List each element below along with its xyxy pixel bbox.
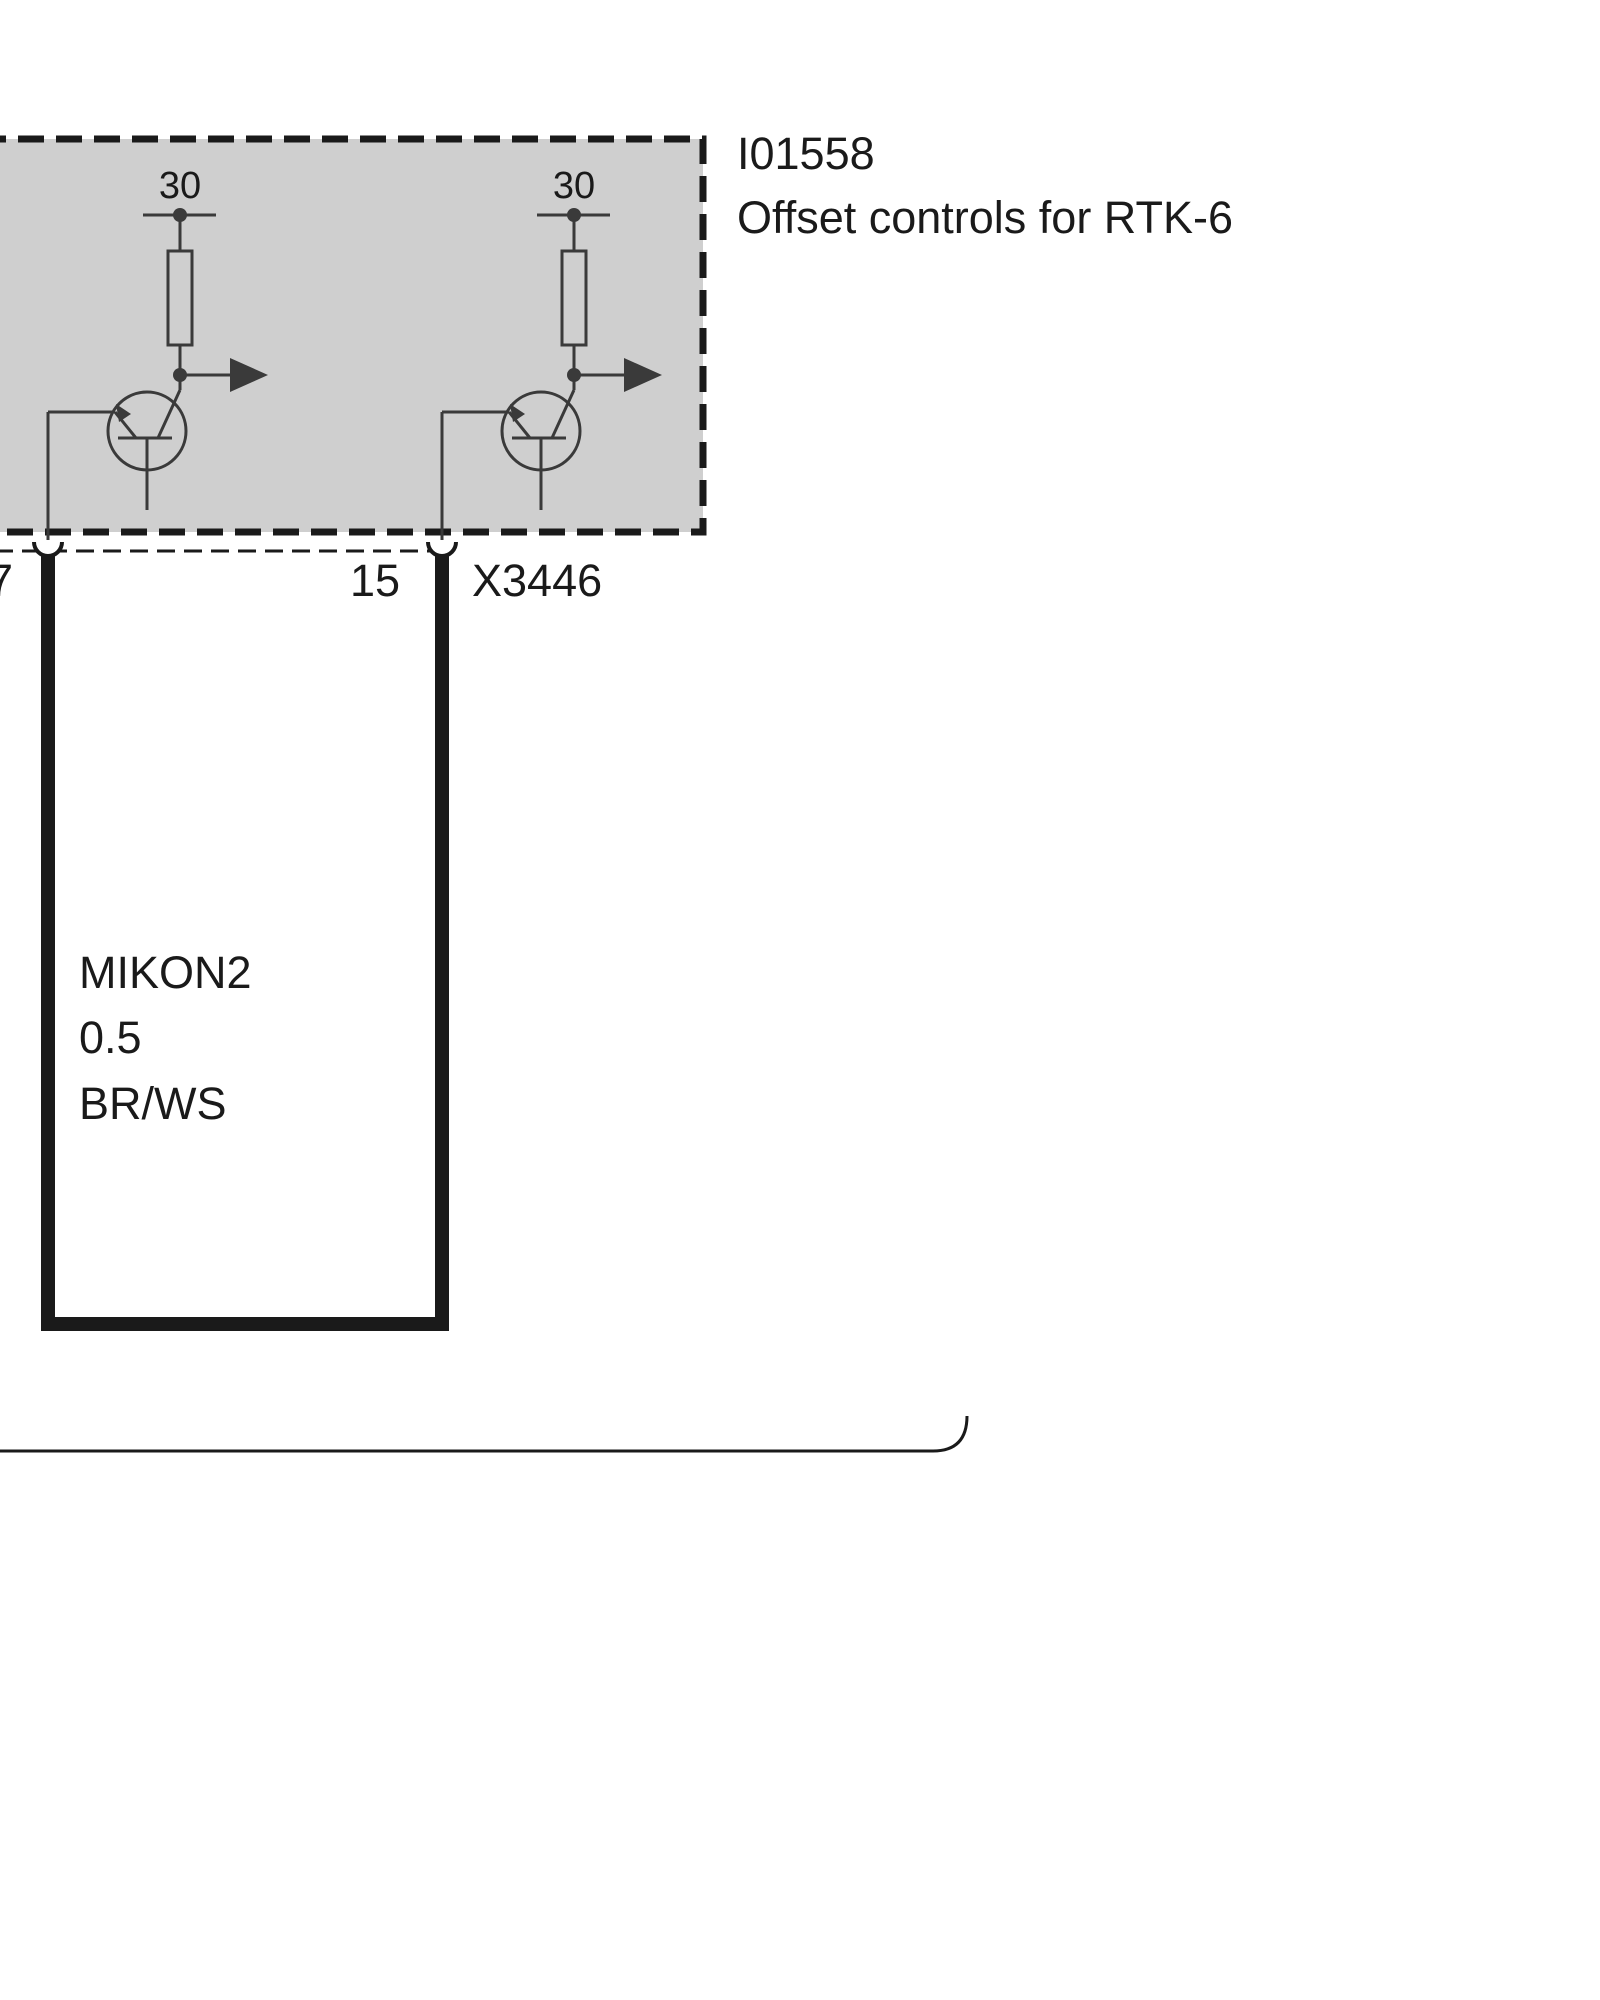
wire-name: MIKON2 — [79, 947, 252, 998]
connector-label: X3446 — [472, 555, 602, 606]
driver-stage-right — [440, 208, 662, 540]
wire-loop — [41, 556, 449, 1331]
resistor-left — [166, 249, 194, 347]
component-name: Offset controls for RTK-6 — [737, 192, 1233, 243]
output-arrow-right — [624, 358, 662, 392]
resistor-right — [560, 249, 588, 347]
supply-label-left: 30 — [159, 165, 201, 207]
pin-socket-7 — [32, 541, 64, 558]
pin-socket-15 — [426, 541, 458, 558]
pin-label-7: 7 — [0, 555, 13, 606]
component-id: I01558 — [737, 128, 875, 179]
pin-label-15: 15 — [350, 555, 400, 606]
wire-cross-section: 0.5 — [79, 1012, 142, 1063]
wire-color: BR/WS — [79, 1078, 227, 1129]
bracket-line — [0, 1415, 969, 1453]
output-arrow-left — [230, 358, 268, 392]
component-housing — [0, 135, 707, 536]
driver-stage-left — [46, 208, 268, 540]
supply-label-right: 30 — [553, 165, 595, 207]
